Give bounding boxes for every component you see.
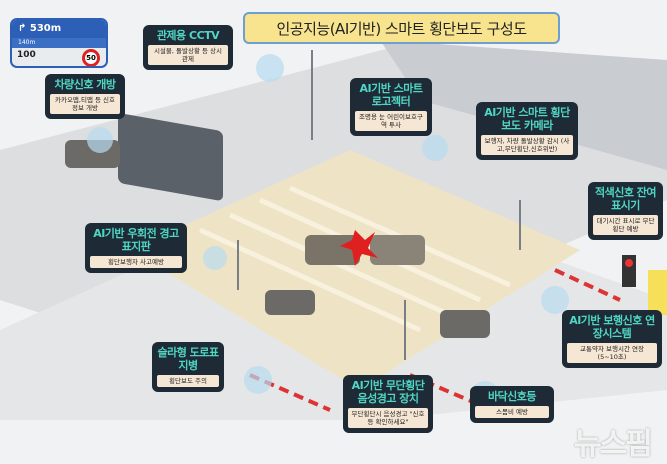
car [440,310,490,338]
car [265,290,315,315]
sub-distance: 140m [18,39,36,46]
callout-title: AI기반 무단횡단 음성경고 장치 [351,379,425,405]
collision-icon [340,230,378,266]
bus [118,113,223,201]
nav-subbar: 140m [12,38,106,48]
callout-desc: 조명용 눈 어린이보호구역 투사 [355,111,427,131]
callout-desc: 대기시간 표시로 무단횡단 예방 [593,215,658,235]
speed-limit-sign: 50 [82,49,100,66]
callout-desc: 무단횡단시 음성경고 "신호등 확인하세요" [348,408,428,428]
callout-title: 적색신호 잔여표시기 [594,186,657,212]
car [305,235,360,265]
watermark: 뉴스핌 [574,427,653,462]
callout-title: 차량신호 개방 [54,78,116,91]
callout-title: 관제용 CCTV [156,29,220,42]
nav-distance: ↱ 530m [12,20,106,38]
callout-title: 슬라형 도로표지병 [157,346,219,372]
speed-sign [648,270,667,315]
callout-title: AI기반 스마트 횡단보도 카메라 [484,106,570,132]
navigation-app-screen: ↱ 530m 140m 100 50 [10,18,108,68]
callout-desc: 카카오맵,티맵 등 신호정보 개방 [50,94,120,114]
callout-desc: 횡단보도 주의 [157,375,219,387]
callout-title: 바닥신호등 [487,390,537,403]
callout-desc: 교통약자 보행시간 연장 (5~10초) [567,343,657,363]
callout-cctv: 관제용 CCTV 시설물, 돌발상황 등 상시 관제 [143,25,233,70]
callout-desc: 횡단보행자 사고예방 [90,256,182,268]
current-speed: 100 [17,50,36,60]
distance-text: 530m [29,23,62,34]
callout-desc: 스몸비 예방 [475,406,549,418]
callout-title: AI기반 스마트 로고젝터 [359,82,423,108]
car [370,235,425,265]
callout-desc: 시설물, 돌발상황 등 상시 관제 [148,45,228,65]
callout-desc: 보행자, 차량 돌발상황 감시 (사고,무단횡단,신호위반) [481,135,573,155]
callout-title: AI기반 보행신호 연장시스템 [569,314,655,340]
diagram-title: 인공지능(AI기반) 스마트 횡단보도 구성도 [243,12,560,44]
callout-title: AI기반 우회전 경고 표지판 [93,227,179,253]
